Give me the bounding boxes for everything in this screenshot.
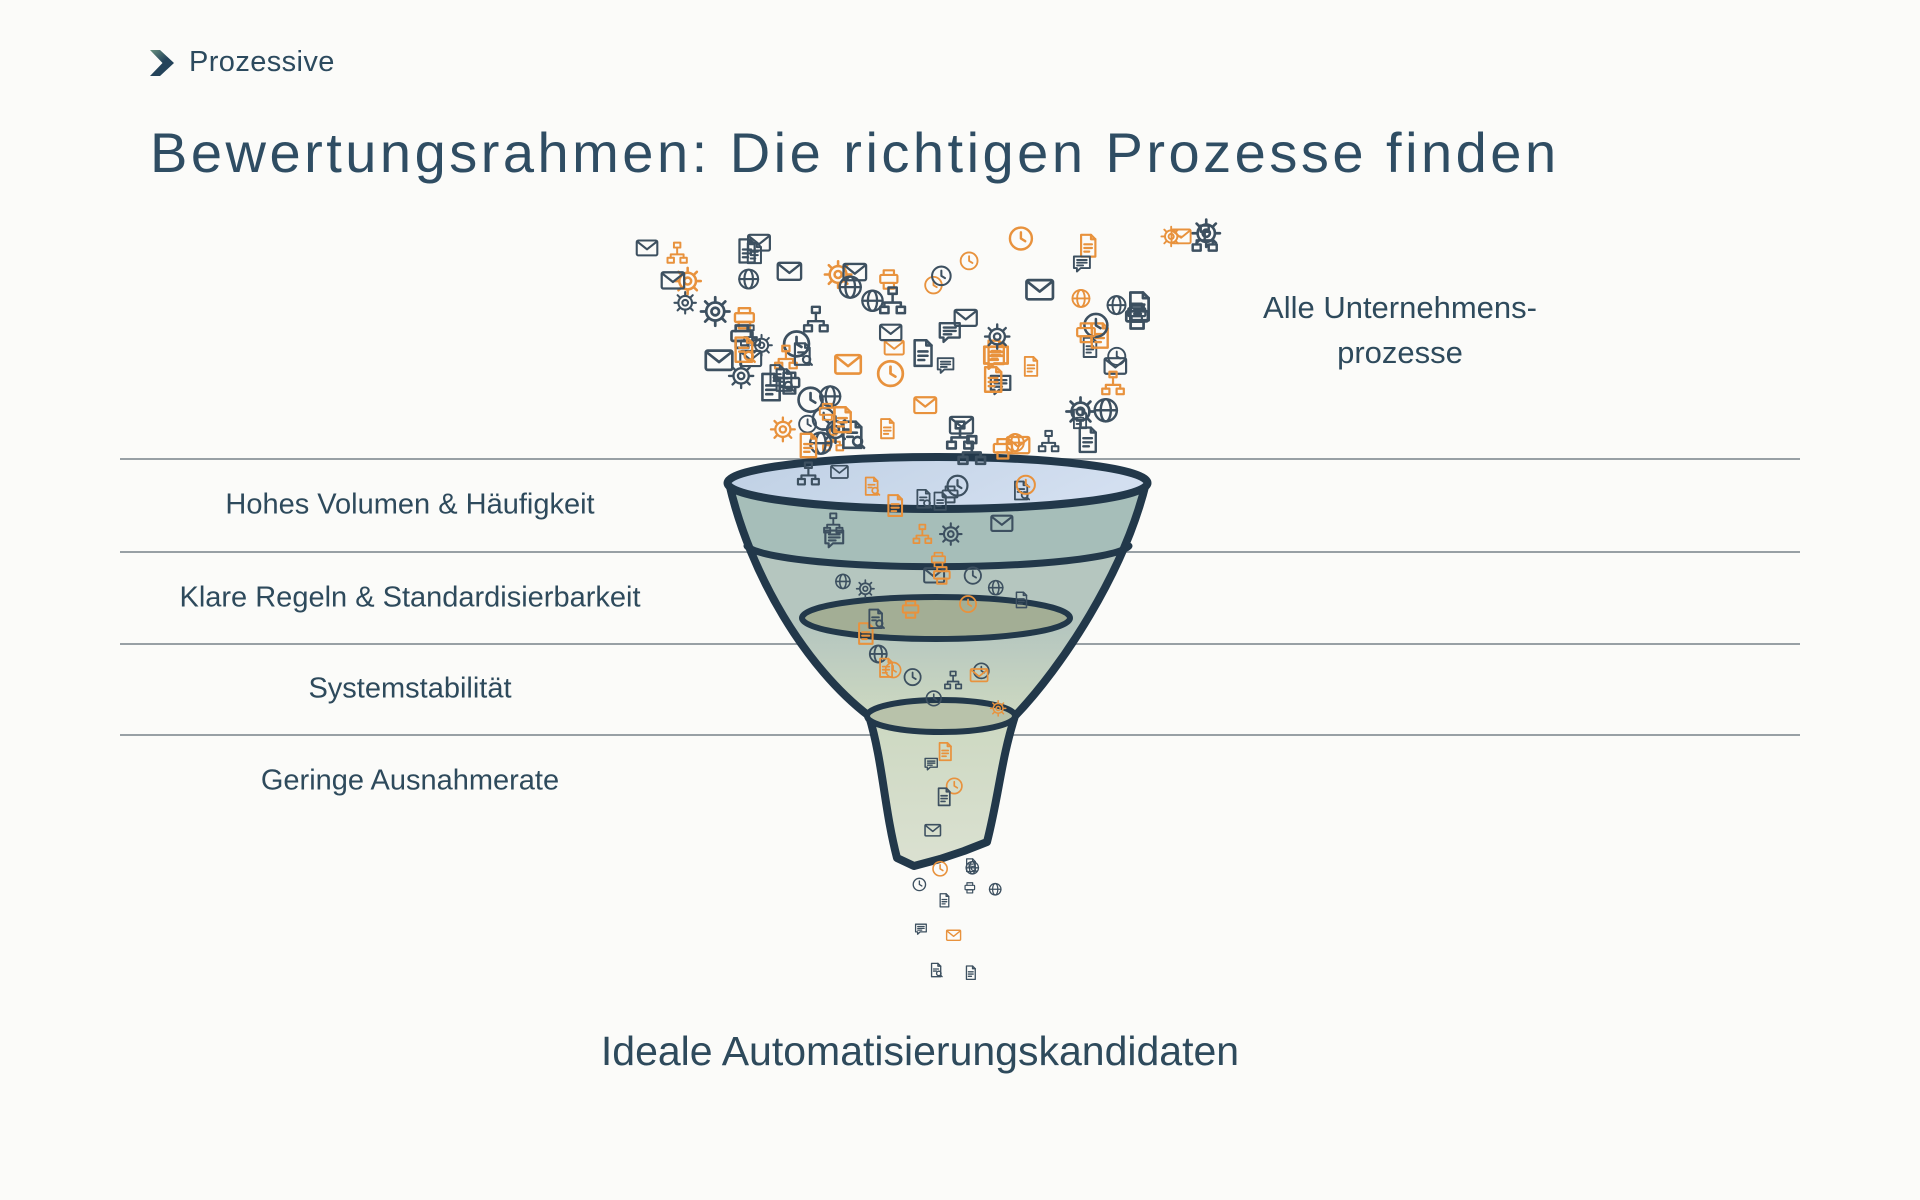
criterion-label-stability: Systemstabilität: [308, 672, 512, 705]
logo: Prozessive: [145, 46, 335, 79]
page-title: Bewertungsrahmen: Die richtigen Prozesse…: [150, 121, 1560, 184]
envelope-icon: [883, 339, 905, 356]
document-icon: [1023, 356, 1039, 377]
chat-bubble-icon: [1072, 255, 1091, 273]
gear-icon: [983, 323, 1011, 350]
gear-icon: [699, 295, 731, 328]
clock-icon: [1107, 346, 1127, 366]
globe-icon: [1071, 289, 1091, 308]
document-search-icon: [842, 420, 866, 450]
clock-icon: [912, 877, 927, 892]
globe-icon: [1093, 397, 1119, 423]
document-icon: [939, 893, 950, 908]
printer-icon: [964, 882, 976, 894]
envelope-icon: [704, 349, 734, 372]
criterion-label-exceptions: Geringe Ausnahmerate: [260, 764, 560, 797]
globe-icon: [861, 289, 884, 313]
gear-icon: [727, 362, 755, 390]
funnel-input-label: Alle Unternehmens- prozesse: [1150, 286, 1650, 376]
globe-icon: [738, 268, 760, 290]
document-icon: [799, 432, 818, 459]
gear-icon: [769, 416, 796, 443]
funnel-input-label-line2: prozesse: [1337, 334, 1463, 370]
logo-chevron-icon: [150, 49, 174, 76]
clock-icon: [876, 359, 905, 388]
funnel-input-label-line1: Alle Unternehmens-: [1263, 290, 1537, 325]
gear-icon: [673, 290, 697, 315]
funnel-opening: [723, 453, 1152, 513]
envelope-icon: [834, 353, 863, 375]
flowchart-icon: [802, 305, 829, 333]
chat-bubble-icon: [936, 357, 955, 374]
envelope-icon: [878, 323, 903, 342]
document-search-icon: [930, 962, 943, 978]
clock-icon: [1008, 226, 1034, 251]
envelope-icon: [948, 415, 975, 435]
globe-icon: [988, 882, 1002, 896]
envelope-icon: [635, 239, 659, 257]
envelope-icon: [1025, 278, 1055, 301]
document-icon: [965, 965, 976, 981]
criterion-label-volume: Hohes Volumen & Häufigkeit: [225, 488, 595, 521]
envelope-icon: [913, 396, 938, 415]
flowchart-icon: [1101, 370, 1125, 396]
funnel-body: [729, 483, 1146, 866]
envelope-icon: [776, 261, 803, 281]
document-icon: [913, 338, 933, 368]
document-icon: [880, 418, 895, 440]
clock-icon: [932, 860, 948, 877]
document-icon: [1078, 426, 1097, 454]
gear-icon: [823, 259, 853, 289]
funnel-output-label: Ideale Automatisierungskandidaten: [600, 1028, 1240, 1074]
flowchart-icon: [666, 241, 688, 264]
clock-icon: [959, 251, 979, 271]
flowchart-icon: [1037, 429, 1060, 453]
funnel-ring-3: [864, 697, 1018, 735]
envelope-icon: [945, 929, 962, 942]
gear-icon: [1065, 396, 1096, 427]
criterion-label-rules: Klare Regeln & Standardisierbarkeit: [179, 581, 641, 614]
flowchart-icon: [879, 286, 907, 315]
document-icon: [1080, 233, 1097, 258]
globe-icon: [1106, 295, 1127, 316]
chat-bubble-icon: [914, 923, 927, 935]
printer-icon: [879, 269, 899, 290]
document-search-icon: [966, 858, 978, 873]
funnel-ring-2: [799, 594, 1073, 642]
brand-name: Prozessive: [189, 46, 335, 78]
